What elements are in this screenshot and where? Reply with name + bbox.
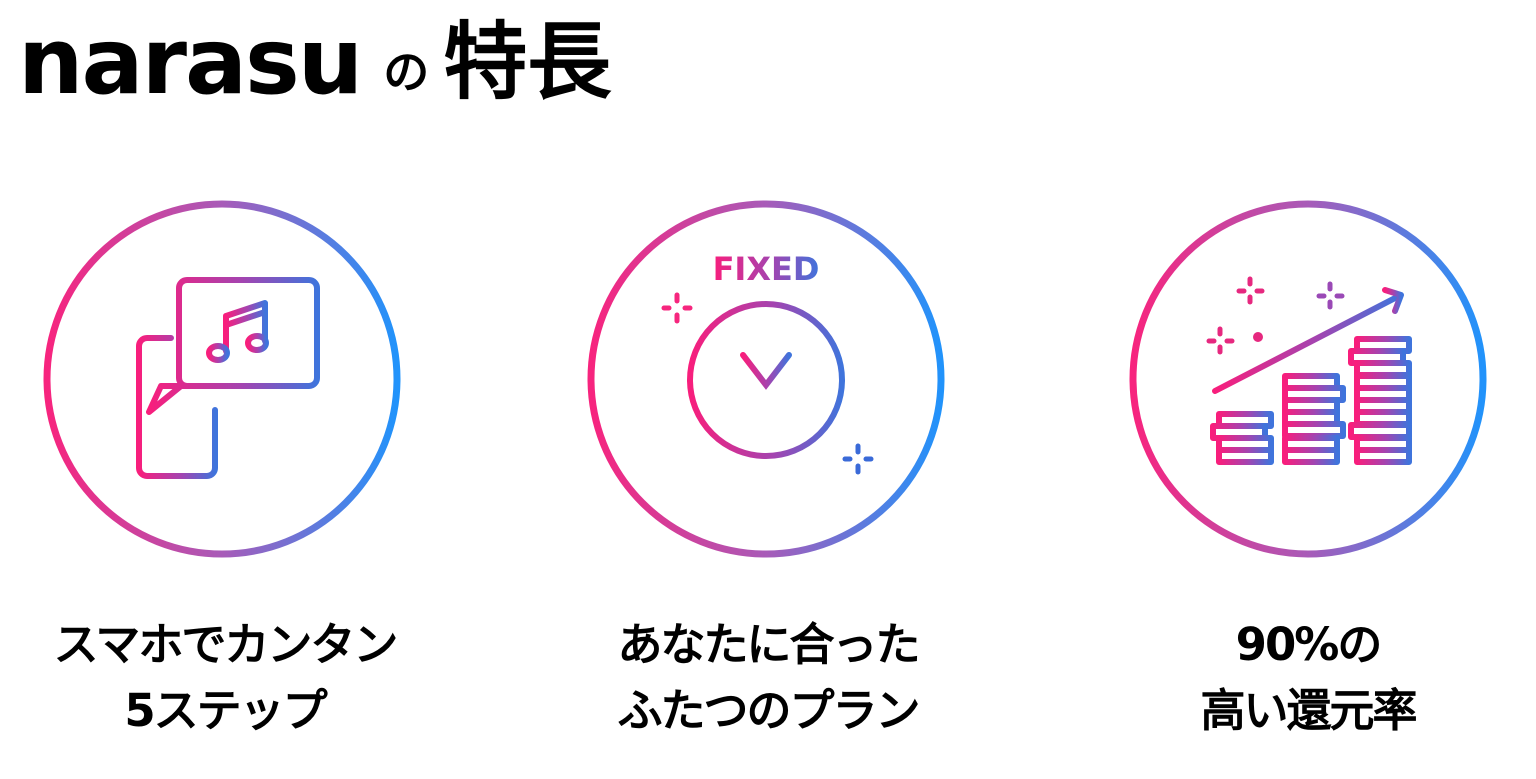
feature-caption-smartphone: スマホでカンタン 5ステップ <box>0 612 465 744</box>
title-text: 特長 <box>443 13 612 111</box>
caption-line: 5ステップ <box>124 684 327 737</box>
caption-line: スマホでカンタン <box>53 618 399 671</box>
caption-line: あなたに合った <box>617 618 920 671</box>
feature-caption-fixed-plan: あなたに合った ふたつのプラン <box>528 612 1008 744</box>
title-particle: の <box>383 45 430 99</box>
feature-card-smartphone <box>41 198 411 560</box>
brand-name: narasu <box>18 8 363 115</box>
page-title: narasu の 特長 <box>18 2 611 112</box>
smartphone-music-icon <box>43 200 401 558</box>
caption-line: 90%の <box>1235 618 1383 671</box>
svg-text:FIXED: FIXED <box>713 250 820 288</box>
caption-line: ふたつのプラン <box>617 684 920 737</box>
rising-coin-stacks-icon <box>1129 200 1487 558</box>
caption-line: 高い還元率 <box>1200 684 1417 737</box>
fixed-yen-coin-icon: FIXED <box>587 200 945 558</box>
feature-caption-return-rate: 90%の 高い還元率 <box>1068 612 1536 744</box>
feature-card-fixed-plan: FIXED <box>585 198 955 560</box>
feature-card-return-rate <box>1127 198 1497 560</box>
